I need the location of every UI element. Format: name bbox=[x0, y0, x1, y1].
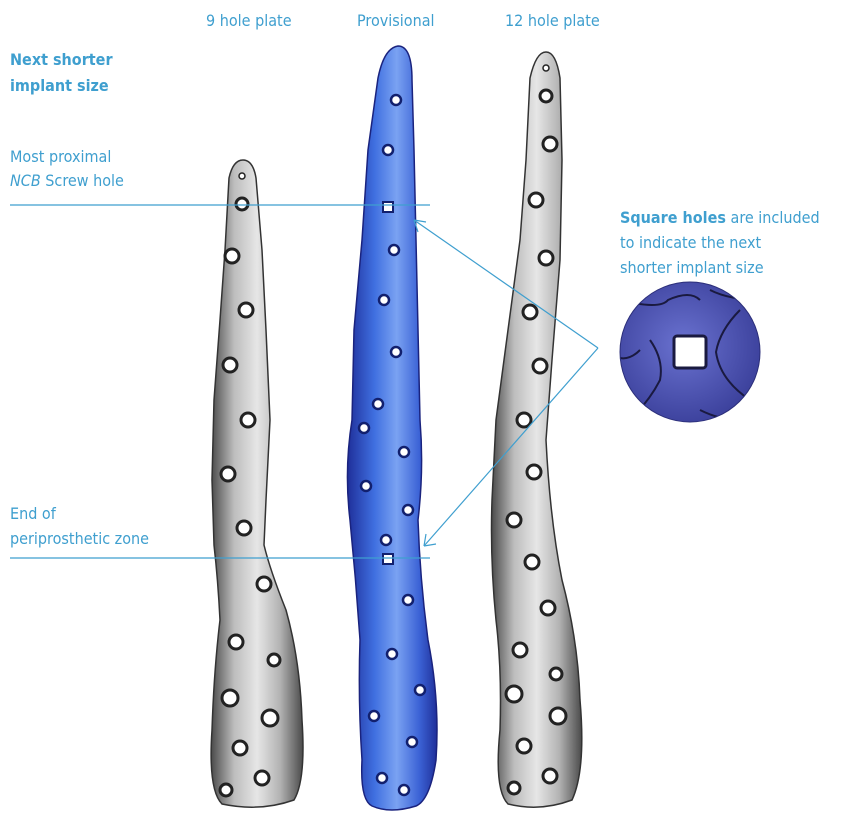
plate-provisional-icon bbox=[347, 46, 437, 810]
plate-12-hole-icon bbox=[492, 52, 582, 807]
plate-9-hole-icon bbox=[211, 160, 303, 807]
leader-arrow-top bbox=[414, 220, 598, 348]
square-hole-zoom-icon bbox=[620, 282, 760, 422]
